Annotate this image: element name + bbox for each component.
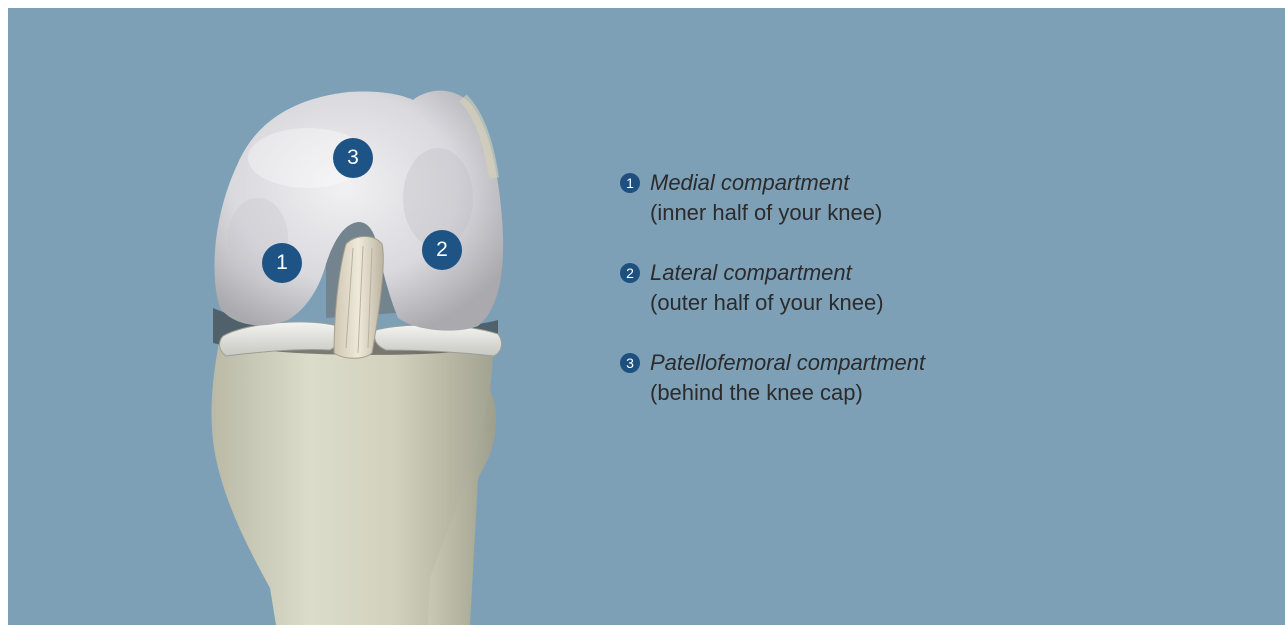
- marker-medial: 1: [262, 243, 302, 283]
- legend-item-lateral: 2 Lateral compartment (outer half of you…: [620, 258, 925, 318]
- illustration-panel: 1 2 3 1 Medial compartment (inner half o…: [8, 8, 1285, 625]
- legend-badge-patellofemoral: 3: [620, 353, 640, 373]
- marker-patellofemoral: 3: [333, 138, 373, 178]
- legend-badge-lateral: 2: [620, 263, 640, 283]
- knee-joint-illustration: [8, 8, 568, 625]
- legend-badge-medial: 1: [620, 173, 640, 193]
- legend-title-patellofemoral: Patellofemoral compartment: [650, 348, 925, 378]
- legend-description-patellofemoral: (behind the knee cap): [650, 378, 925, 408]
- marker-lateral-number: 2: [436, 238, 448, 261]
- compartment-legend: 1 Medial compartment (inner half of your…: [620, 168, 925, 438]
- marker-patellofemoral-number: 3: [347, 146, 359, 169]
- legend-title-lateral: Lateral compartment: [650, 258, 925, 288]
- marker-lateral: 2: [422, 230, 462, 270]
- legend-item-patellofemoral: 3 Patellofemoral compartment (behind the…: [620, 348, 925, 408]
- legend-description-medial: (inner half of your knee): [650, 198, 925, 228]
- marker-medial-number: 1: [276, 251, 288, 274]
- legend-title-medial: Medial compartment: [650, 168, 925, 198]
- legend-item-medial: 1 Medial compartment (inner half of your…: [620, 168, 925, 228]
- legend-description-lateral: (outer half of your knee): [650, 288, 925, 318]
